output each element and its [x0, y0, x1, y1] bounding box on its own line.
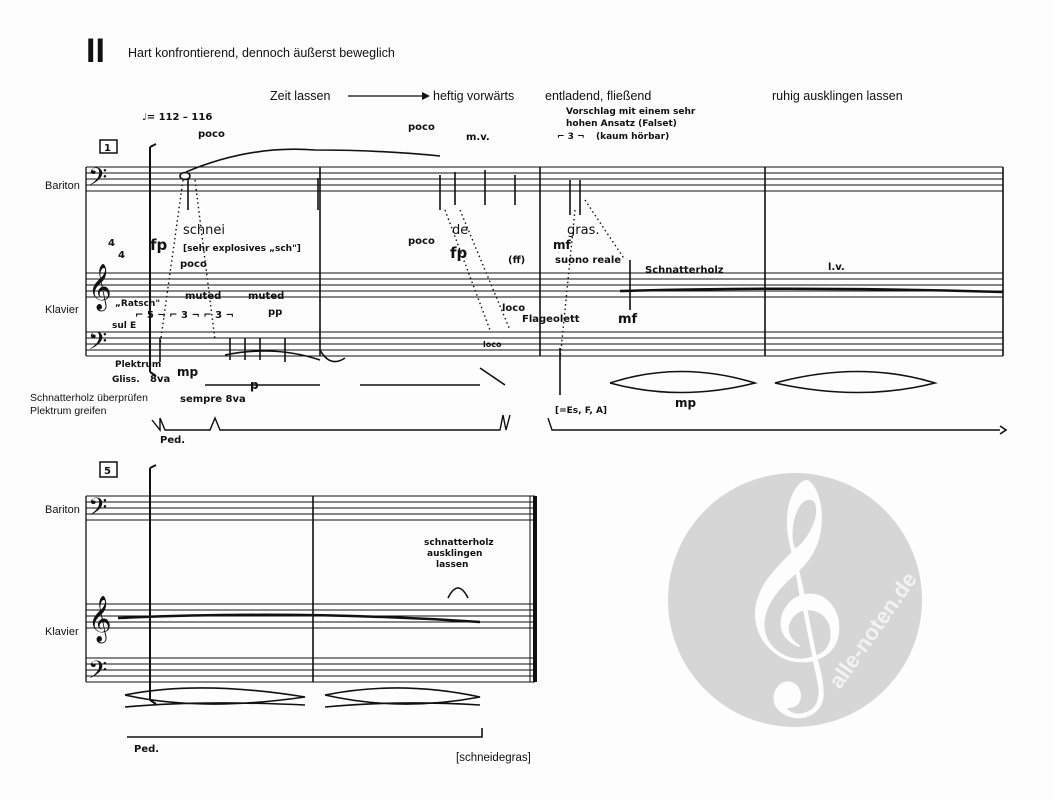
annotation: m.v. [466, 132, 490, 143]
staff-lines [85, 166, 1004, 683]
bass-clef-icon: 𝄢 [88, 656, 107, 691]
lyric: de [452, 223, 468, 238]
watermark-logo: 𝄞 alle-noten.de [668, 473, 922, 727]
annotation: loco [483, 340, 502, 349]
annotation: poco [408, 122, 435, 133]
dynamic: (ff) [508, 255, 525, 266]
footer-caption: [schneidegras] [456, 752, 531, 764]
movement-number: II [86, 32, 105, 70]
dynamic: p [250, 378, 259, 392]
lyric: gras. [567, 223, 599, 238]
time-signature-top: 4 [108, 238, 115, 249]
dynamic: fp [150, 236, 168, 254]
annotation: [sehr explosives „sch"] [183, 244, 301, 254]
side-note-plektrum: Plektrum greifen [30, 405, 107, 417]
annotation: Vorschlag mit einem sehr [566, 107, 696, 117]
dynamic: mp [177, 365, 199, 379]
instrument-label-bariton: Bariton [45, 504, 80, 516]
rehearsal-box-1 [99, 139, 118, 154]
annotation: loco [502, 303, 525, 314]
rehearsal-mark-5: 5 [104, 466, 111, 477]
annotation: Flageolett [522, 314, 580, 325]
annotation: [=Es, F, A] [555, 406, 607, 416]
annotation: „Ratsch" [115, 299, 160, 309]
dynamic: mf [553, 238, 572, 252]
time-signature-bottom: 4 [118, 250, 125, 261]
dynamic: mp [675, 396, 697, 410]
annotation: lassen [436, 560, 468, 570]
lyric: schnei [183, 223, 225, 238]
tempo-ruhig: ruhig ausklingen lassen [772, 89, 903, 103]
tempo-zeit-lassen: Zeit lassen [270, 89, 330, 103]
instrument-label-klavier: Klavier [45, 304, 79, 316]
annotation: 8va [150, 374, 170, 385]
pedal-marking: Ped. [160, 435, 185, 446]
annotation: poco [180, 259, 207, 270]
annotation: poco [408, 236, 435, 247]
annotation: poco [198, 129, 225, 140]
annotation: ⌐ 5 ¬ ⌐ 3 ¬ ⌐ 3 ¬ [135, 310, 234, 321]
dynamic: mf [618, 312, 638, 327]
movement-title: Hart konfrontierend, dennoch äußerst bew… [128, 46, 395, 60]
treble-clef-icon: 𝄞 [88, 264, 112, 312]
annotation: (kaum hörbar) [596, 132, 669, 142]
annotation: schnatterholz [424, 538, 494, 548]
notation-marks [149, 143, 1008, 705]
bass-clef-icon: 𝄢 [88, 163, 107, 198]
dotted-connectors [159, 179, 626, 361]
treble-clef-watermark-icon: 𝄞 [731, 475, 849, 718]
annotation: suono reale [555, 255, 621, 266]
notation-marks [117, 587, 483, 738]
dynamic: fp [450, 244, 468, 262]
annotation: hohen Ansatz (Falset) [566, 119, 677, 129]
bass-clef-icon: 𝄢 [88, 493, 107, 528]
tempo-entladend: entladend, fließend [545, 89, 651, 103]
annotation: ausklingen [427, 549, 482, 559]
annotation: sul E [112, 321, 136, 331]
instrument-label-bariton: Bariton [45, 180, 80, 192]
annotation: ⌐ 3 ¬ [557, 132, 585, 142]
rehearsal-box-5 [99, 461, 118, 478]
annotation: sempre 8va [180, 394, 246, 405]
rehearsal-mark-1: 1 [104, 143, 111, 154]
instrument-label-klavier: Klavier [45, 626, 79, 638]
annotation: l.v. [828, 262, 845, 273]
annotation: muted [248, 291, 284, 302]
annotation: muted [185, 291, 221, 302]
tempo-heftig: heftig vorwärts [433, 89, 514, 103]
bass-clef-icon: 𝄢 [88, 327, 107, 362]
treble-clef-icon: 𝄞 [88, 596, 112, 644]
annotation: Plektrum [115, 360, 161, 370]
metronome-mark: ♩= 112 – 116 [142, 112, 212, 123]
pedal-marking: Ped. [134, 744, 159, 755]
arrow-icon [348, 92, 430, 100]
annotation: Schnatterholz [645, 265, 724, 276]
annotation: Gliss. [112, 375, 140, 385]
side-note-schnatterholz: Schnatterholz überprüfen [30, 392, 148, 404]
dynamic: pp [268, 307, 282, 318]
